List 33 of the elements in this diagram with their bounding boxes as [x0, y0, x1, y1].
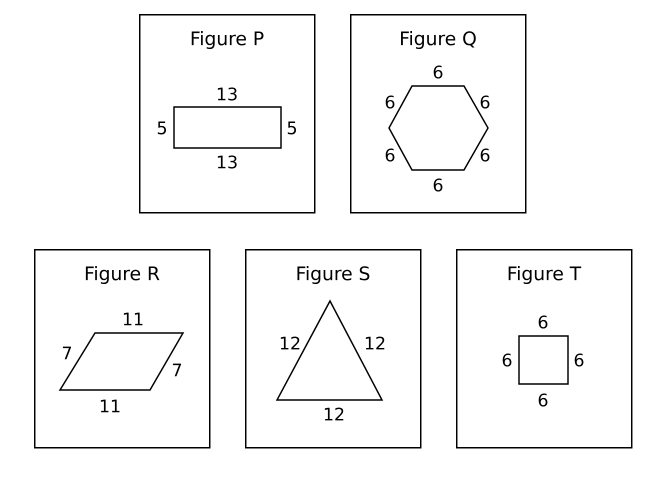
- figure-panel: [139, 14, 316, 214]
- figure-panel: [456, 249, 632, 448]
- side-length-label: 13: [218, 155, 237, 169]
- side-length-label: 5: [158, 122, 166, 134]
- side-length-label: 7: [62, 346, 72, 360]
- figure-panel: [350, 14, 526, 214]
- side-length-label: 6: [538, 315, 548, 329]
- side-length-label: 6: [434, 65, 442, 79]
- side-length-label: 11: [100, 400, 120, 412]
- side-length-label: 6: [386, 95, 394, 109]
- figure-title: Figure R: [86, 266, 160, 284]
- side-length-label: 6: [434, 178, 442, 192]
- side-length-label: 12: [324, 408, 344, 420]
- side-length-label: 7: [172, 364, 182, 376]
- side-length-label: 6: [480, 95, 490, 109]
- figure-panel: [34, 249, 210, 448]
- rectangle: [173, 106, 282, 149]
- side-length-label: 6: [574, 353, 584, 367]
- side-length-label: 11: [124, 312, 142, 326]
- figure-title: Figure P: [192, 30, 264, 50]
- side-length-label: 12: [366, 336, 384, 350]
- side-length-label: 5: [288, 122, 296, 134]
- figure-title: Figure S: [297, 266, 370, 284]
- figure-title: Figure T: [508, 266, 582, 284]
- side-length-label: 6: [538, 393, 548, 407]
- figure-title: Figure Q: [401, 30, 476, 50]
- figure-panel: [245, 249, 422, 448]
- side-length-label: 6: [502, 353, 512, 367]
- side-length-label: 6: [480, 148, 490, 162]
- side-length-label: 13: [218, 87, 237, 101]
- side-length-label: 6: [386, 148, 394, 162]
- square: [518, 335, 569, 385]
- side-length-label: 12: [280, 336, 300, 350]
